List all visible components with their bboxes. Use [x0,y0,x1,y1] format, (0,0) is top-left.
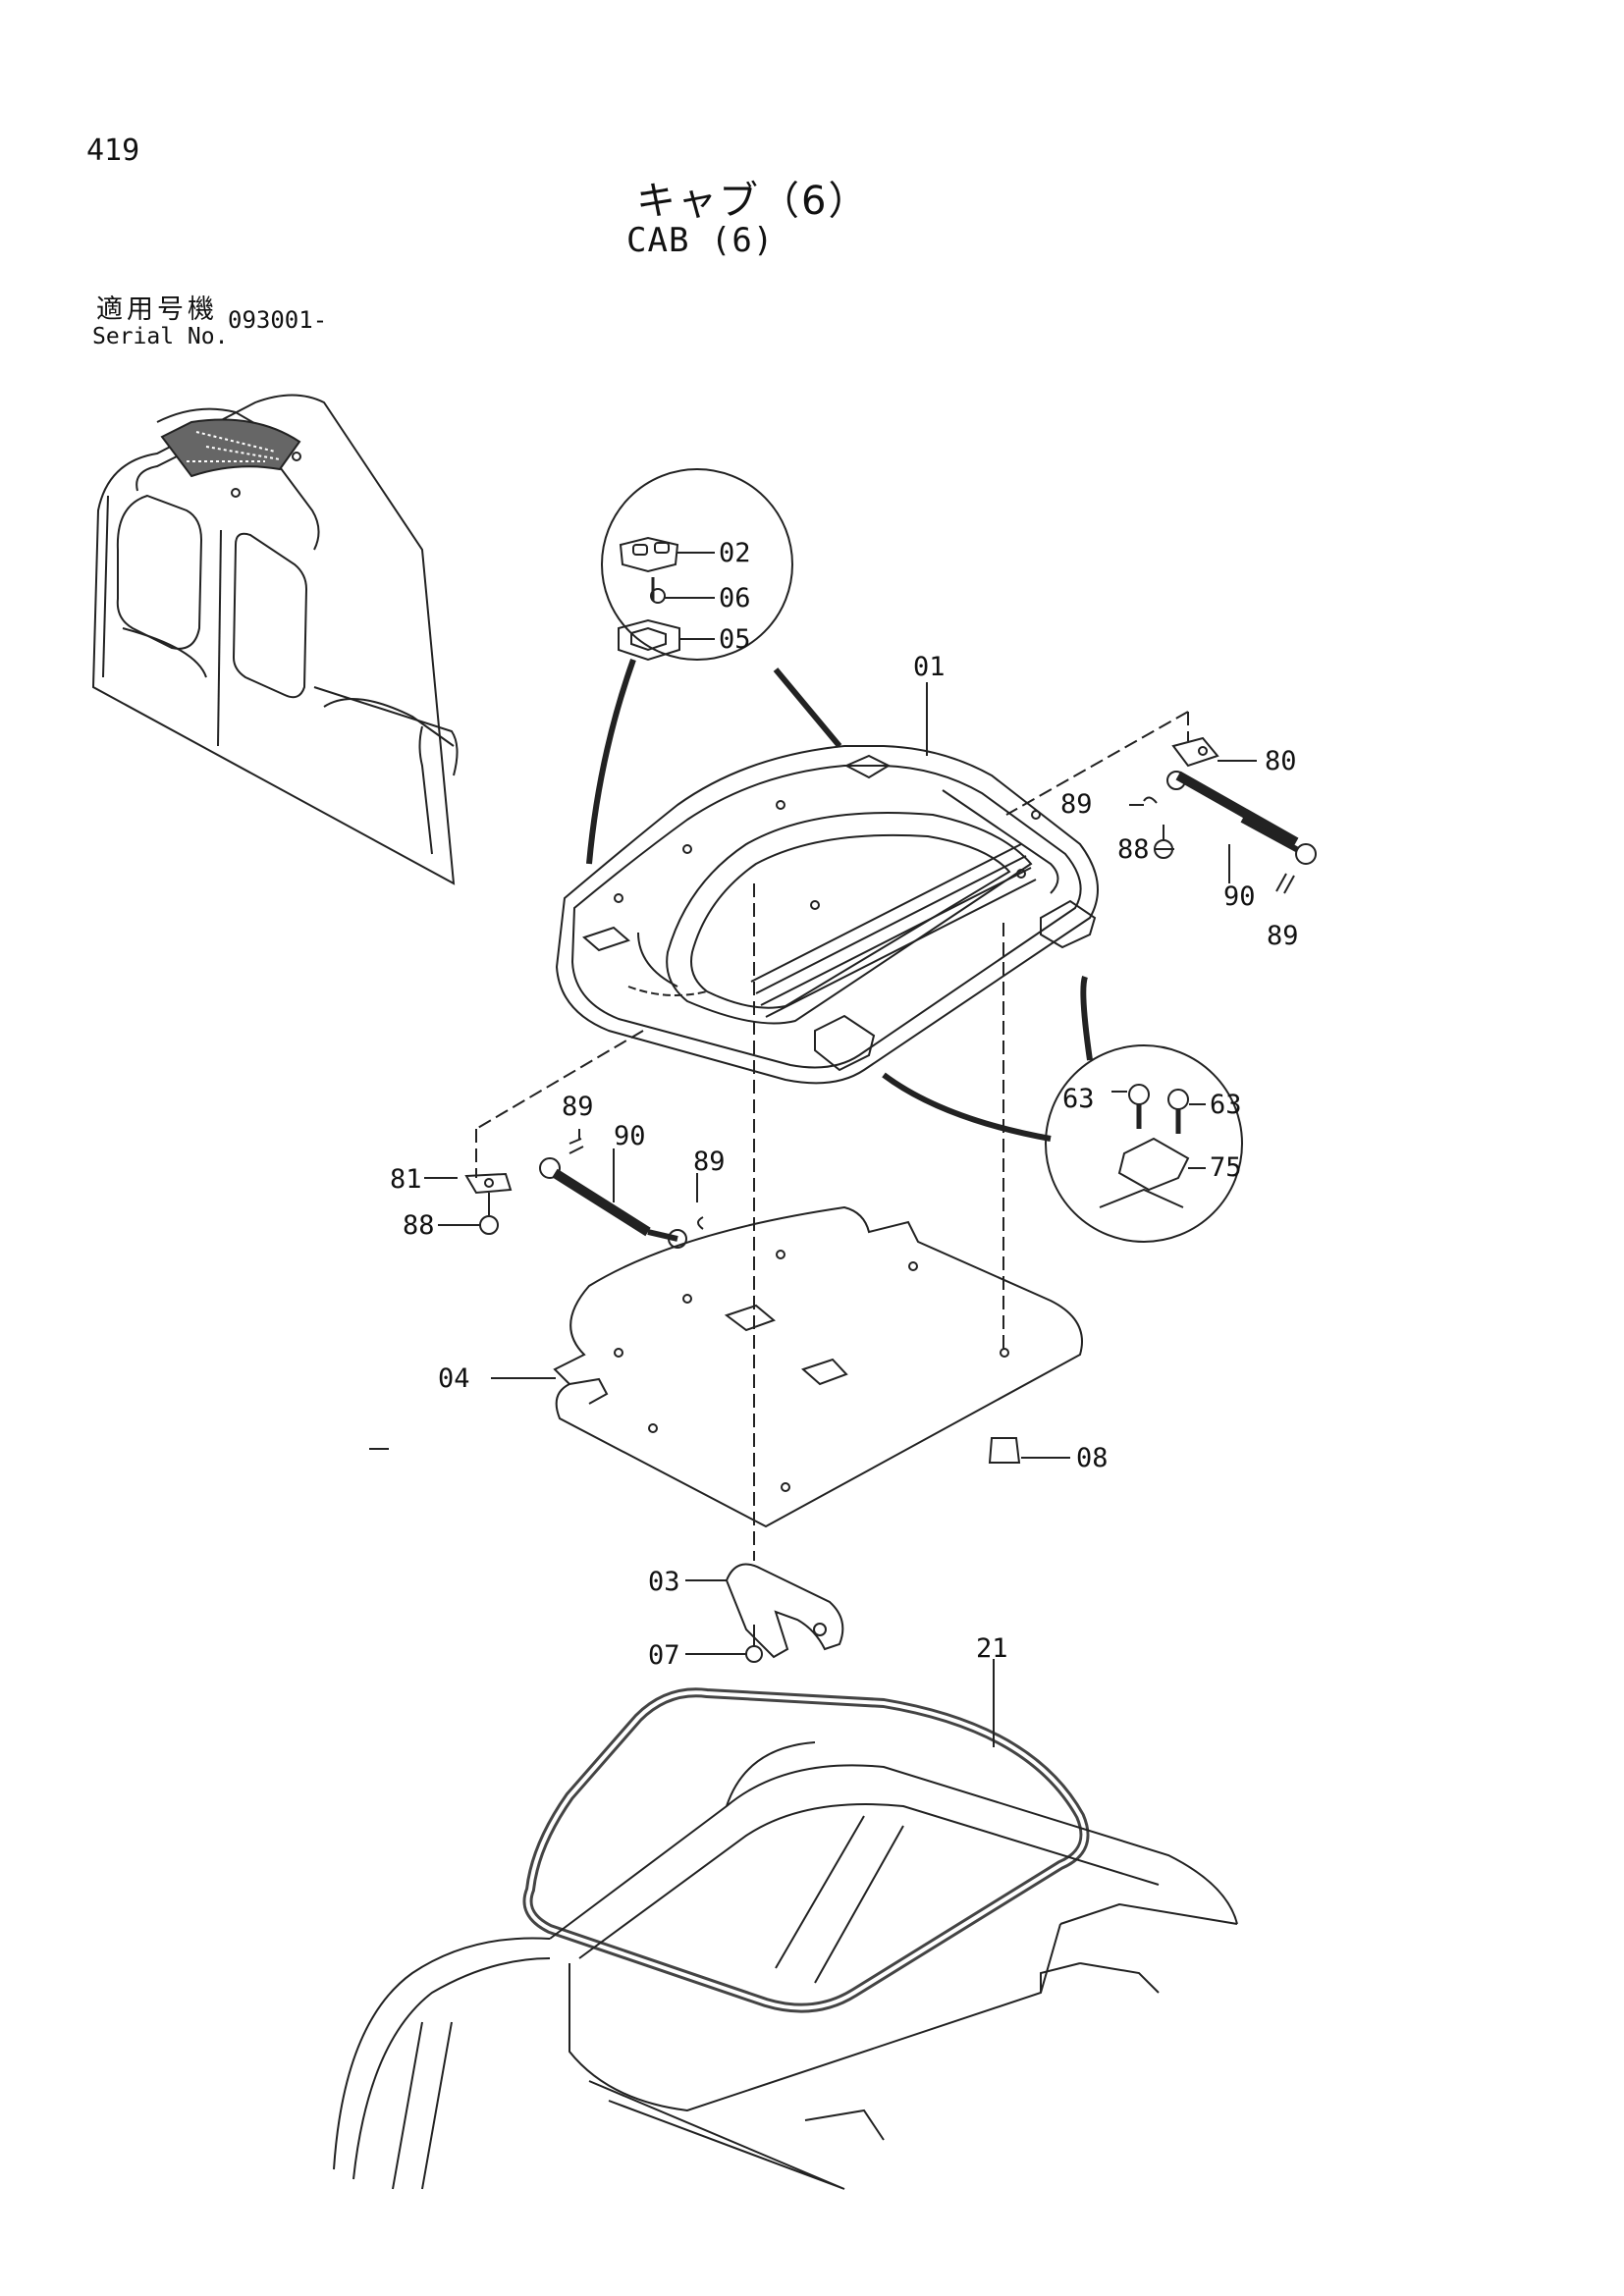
callout-03: 03 [648,1567,680,1597]
page-title-english: CAB (6) [626,221,775,260]
callout-75: 75 [1210,1152,1242,1183]
callout-89-left-top: 89 [562,1092,594,1122]
callout-88-right: 88 [1117,834,1150,865]
headliner-panel [553,1205,1083,1528]
callout-05: 05 [719,624,751,655]
callout-63-left: 63 [1062,1084,1095,1114]
detail-circle-right [882,976,1243,1243]
callout-02: 02 [719,538,751,568]
cab-overview-illustration [91,394,459,885]
callout-88-left: 88 [403,1210,435,1241]
callout-80: 80 [1265,746,1297,776]
callout-90-right: 90 [1223,881,1256,912]
gas-strut-right-assembly [1129,736,1317,894]
callout-08: 08 [1076,1443,1109,1473]
page-number: 419 [86,133,140,168]
callout-leaders [369,682,928,1450]
callout-01: 01 [913,652,946,682]
page-title-japanese: キャブ（6） [636,179,870,224]
serial-label-english: Serial No. [92,324,229,349]
callout-90-left: 90 [614,1121,646,1151]
gas-strut-left-assembly [424,1129,704,1249]
serial-number-value: 093001- [228,306,328,334]
detail-circle-top [586,468,842,865]
callout-06: 06 [719,583,751,614]
callout-89-top-right: 89 [1060,789,1093,820]
callout-63-right: 63 [1210,1090,1242,1120]
part-callouts: 01 02 06 05 80 89 88 90 89 63 63 75 89 9… [390,538,1299,1671]
callout-81: 81 [390,1164,422,1195]
small-hardware [685,1437,1070,1663]
callout-07: 07 [648,1640,680,1671]
callout-04: 04 [438,1363,470,1394]
callout-89-left: 89 [693,1147,726,1177]
cab-roof-outline [333,1741,1238,2190]
serial-label-japanese: 適用号機 [96,294,218,325]
assembly-guide-lines [475,711,1189,1561]
roof-seal-gasket [522,1659,1090,2013]
callout-89-bottom-right: 89 [1267,921,1299,951]
roof-hatch-frame [555,745,1099,1085]
callout-21: 21 [976,1633,1008,1664]
